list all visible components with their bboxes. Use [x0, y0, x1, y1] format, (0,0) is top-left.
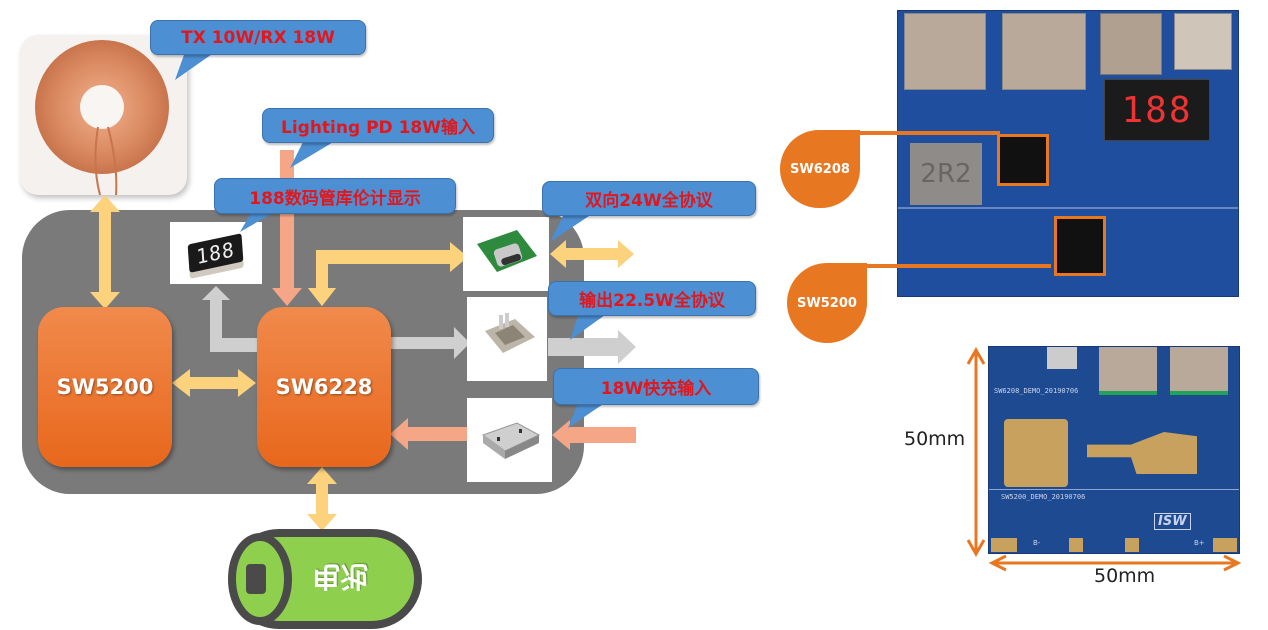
chip-sw5200-label: SW5200: [56, 375, 154, 399]
callout-tail-microusb: [568, 398, 612, 428]
typec-connector-icon: [477, 230, 537, 272]
width-dimension-label: 50mm: [1094, 565, 1156, 587]
height-dimension-arrow: [966, 346, 986, 558]
silkscreen-sw5200: SW5200_DEMO_20190706: [1001, 493, 1086, 501]
coil-icon: [35, 40, 169, 195]
micro-usb-connector-image: [467, 398, 552, 482]
tag-sw5200: SW5200: [787, 263, 867, 343]
bottom-usb-port-1: [1099, 347, 1157, 395]
tag-sw6208-label: SW6208: [790, 161, 850, 177]
bottom-usb-port-2: [1170, 347, 1228, 395]
callout-tail-wireless: [175, 52, 215, 80]
arrow-sw6228-usba: [390, 327, 470, 359]
arrow-lightning-sw6228: [272, 150, 302, 306]
top-board-display: 188: [1104, 79, 1210, 141]
width-dimension-arrow: [988, 554, 1242, 572]
callout-wireless-power: TX 10W/RX 18W: [150, 20, 366, 55]
arrow-coil-sw5200: [90, 195, 120, 309]
pad-plus-label: B+: [1194, 539, 1205, 547]
callout-microusb-input: 18W快充输入: [553, 368, 759, 405]
pad-mid-2: [1125, 538, 1139, 552]
tag-sw6208: SW6208: [780, 130, 860, 208]
bottom-board-photo: SW6208_DEMO_20190706 SW5200_DEMO_2019070…: [988, 346, 1240, 554]
typec-connector-image: [463, 217, 549, 291]
micro-usb-port: [1047, 347, 1077, 369]
battery-icon: [228, 529, 422, 629]
sw6208-chip-highlight: [997, 134, 1049, 186]
callout-tail-lightning: [290, 138, 340, 168]
chip-sw6228: SW6228: [257, 307, 391, 467]
callout-typec-bidirectional: 双向24W全协议: [542, 181, 756, 216]
isw-logo: ISW: [1154, 513, 1191, 530]
top-board-photo: 188 2R2: [897, 10, 1239, 297]
pad-minus-label: B-: [1033, 539, 1041, 547]
arrow-sw5200-sw6228: [172, 369, 256, 397]
arrow-microusb-sw6228: [390, 418, 474, 450]
usb-a-connector-icon: [485, 313, 535, 353]
bottom-board-divider: [989, 489, 1239, 490]
callout-tail-usba: [570, 310, 612, 340]
chip-sw5200: SW5200: [38, 307, 172, 467]
usb-a-connector-image: [467, 297, 547, 381]
usb-port-3: [1100, 13, 1162, 75]
tag-sw5200-label: SW5200: [797, 295, 857, 311]
callout-lightning-input: Lighting PD 18W输入: [262, 108, 494, 143]
arrow-sw6228-typec: [308, 242, 468, 306]
battery-pad-minus: [991, 538, 1017, 552]
arrow-sw6228-battery: [307, 467, 337, 531]
silkscreen-sw6208: SW6208_DEMO_20190706: [994, 387, 1079, 395]
usb-port-1: [904, 13, 986, 90]
battery-pad-plus: [1213, 538, 1237, 552]
callout-usba-output: 输出22.5W全协议: [548, 281, 756, 316]
callout-tail-typec: [550, 212, 595, 242]
callout-segment-display: 188数码管库伦计显示: [214, 178, 456, 214]
sw5200-chip-highlight: [1054, 216, 1106, 276]
height-dimension-label: 50mm: [904, 428, 966, 450]
inductor: 2R2: [910, 143, 982, 205]
arrow-usba-external: [548, 330, 636, 364]
segment-display-image: 188: [170, 222, 262, 284]
board-divider: [898, 207, 1238, 209]
typec-port: [1174, 13, 1232, 70]
arrow-typec-external: [550, 240, 634, 268]
usb-port-2: [1002, 13, 1086, 90]
wireless-coil-image: [20, 35, 187, 195]
chip-sw6228-label: SW6228: [275, 375, 373, 399]
pad-mid-1: [1069, 538, 1083, 552]
arrow-external-microusb: [552, 420, 636, 450]
micro-usb-connector-icon: [481, 422, 540, 459]
copper-pad-left: [1004, 419, 1068, 487]
arrow-sw6228-display: [202, 286, 258, 352]
